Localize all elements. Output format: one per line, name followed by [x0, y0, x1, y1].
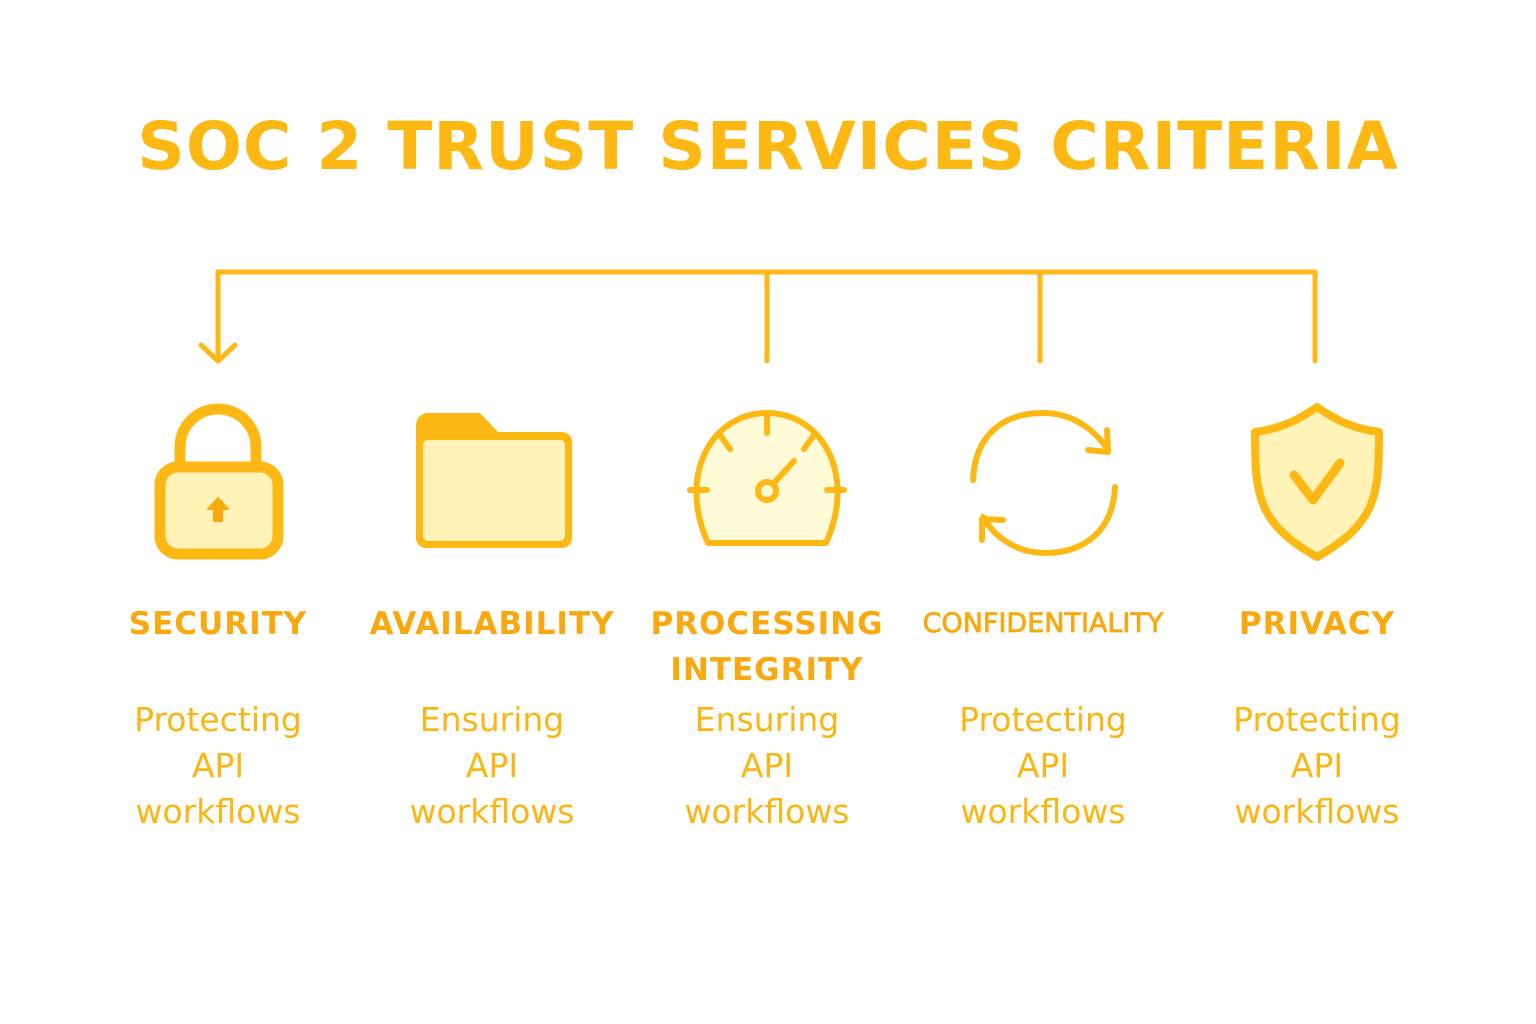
- criteria-description: Protecting API workflows: [1233, 700, 1401, 831]
- criteria-processing-integrity: PROCESSING INTEGRITY Ensuring API workfl…: [627, 395, 907, 835]
- criteria-label: AVAILABILITY: [369, 606, 615, 642]
- criteria-label: CONFIDENTIALITY: [922, 608, 1164, 640]
- criteria-availability: AVAILABILITY Ensuring API workflows: [352, 395, 632, 835]
- criteria-description: Ensuring API workflows: [684, 700, 850, 831]
- criteria-description: Ensuring API workflows: [409, 700, 575, 831]
- sync-icon: [970, 410, 1118, 556]
- folder-icon: [416, 413, 572, 548]
- criteria-label: PRIVACY: [1238, 606, 1396, 642]
- criteria-security: SECURITY Protecting API workflows: [78, 395, 358, 835]
- criteria-description: Protecting API workflows: [959, 700, 1127, 831]
- lock-icon: [154, 403, 284, 560]
- gauge-icon: [687, 410, 847, 546]
- criteria-confidentiality: CONFIDENTIALITY Protecting API workflows: [903, 395, 1183, 835]
- criteria-privacy: PRIVACY Protecting API workflows: [1177, 395, 1457, 835]
- criteria-description: Protecting API workflows: [134, 700, 302, 831]
- arrow-down-icon: [198, 342, 238, 364]
- diagram-title: SOC 2 TRUST SERVICES CRITERIA: [137, 108, 1399, 185]
- shield-check-icon: [1251, 403, 1383, 561]
- criteria-label: PROCESSING INTEGRITY: [650, 606, 884, 688]
- criteria-label: SECURITY: [128, 606, 308, 642]
